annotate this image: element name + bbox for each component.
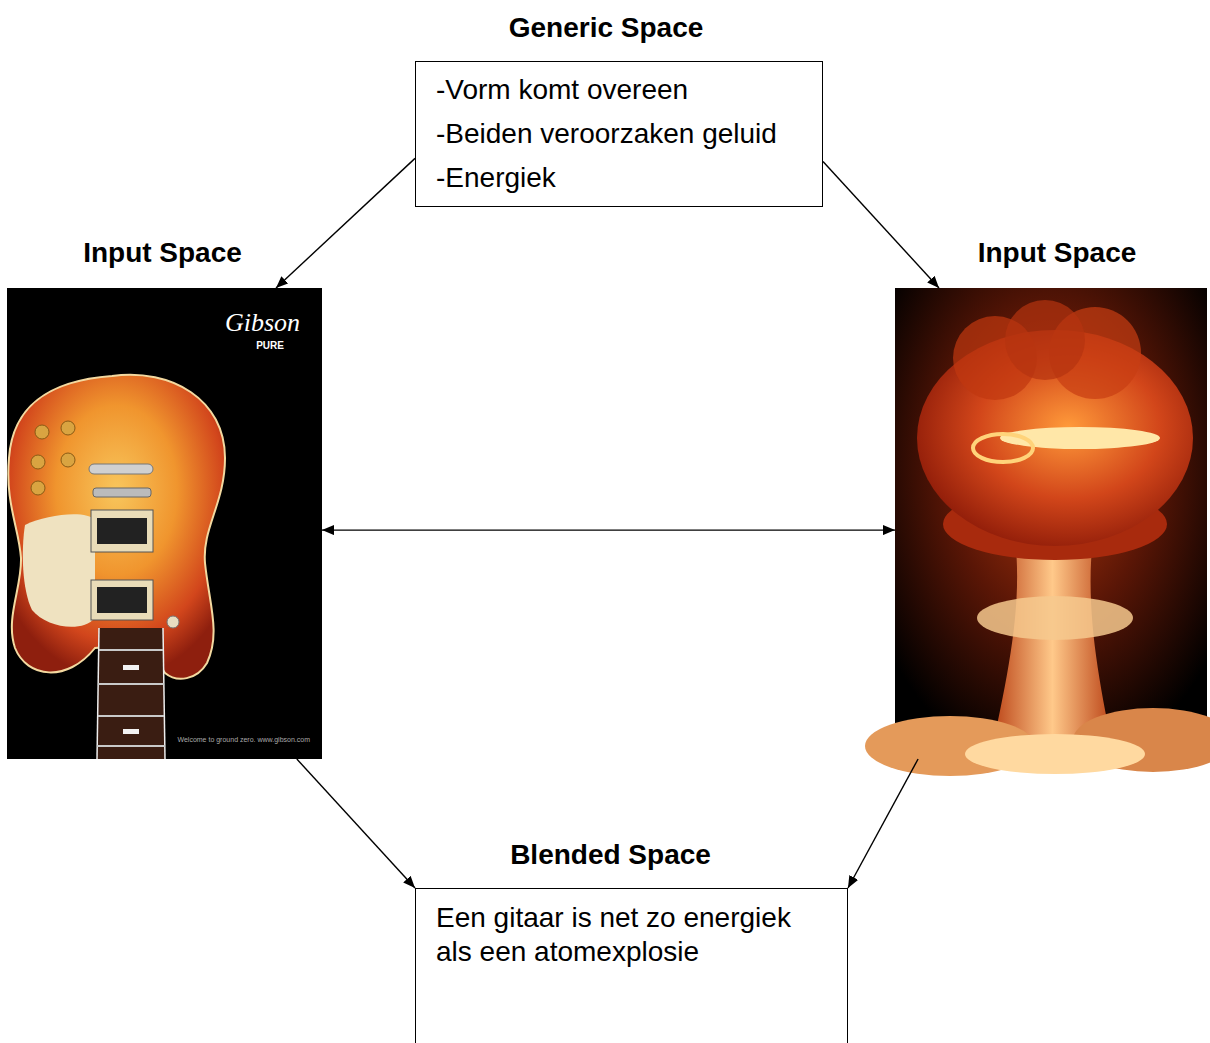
guitar-neck xyxy=(97,628,165,759)
fret xyxy=(98,683,164,685)
blend-statement: Een gitaar is net zo energiek als een at… xyxy=(436,901,819,969)
fret xyxy=(99,649,163,651)
inlay xyxy=(123,665,139,670)
base-cloud xyxy=(965,734,1145,774)
fret xyxy=(98,715,164,717)
bridge xyxy=(93,488,151,497)
arrow-connector xyxy=(297,759,415,888)
space-heading: Blended Space xyxy=(510,839,711,871)
fret xyxy=(97,745,165,747)
photo-text: Gibson xyxy=(225,308,300,338)
glow xyxy=(895,288,1207,759)
arrow-connector xyxy=(823,161,939,288)
generic-item: -Vorm komt overeen xyxy=(436,74,794,106)
generic-item: -Beiden veroorzaken geluid xyxy=(436,118,794,150)
arrow-connector xyxy=(848,759,918,888)
knob xyxy=(31,455,45,469)
space-heading: Generic Space xyxy=(509,12,704,44)
photo-ground xyxy=(895,288,1207,759)
tailpiece xyxy=(89,464,153,474)
photo-text: PURE xyxy=(256,340,284,352)
cap-bump xyxy=(1005,300,1085,380)
neck-binding xyxy=(163,628,165,759)
knob xyxy=(61,421,75,435)
explosion-input-space: Input Space xyxy=(895,288,1207,759)
explosion-photo xyxy=(865,288,1210,776)
knob xyxy=(31,481,45,495)
generic-space-box: Generic Space-Vorm komt overeen-Beiden v… xyxy=(415,61,823,207)
arrow-connector xyxy=(276,158,415,288)
knob xyxy=(35,425,49,439)
space-heading: Input Space xyxy=(978,237,1137,269)
photo-ground xyxy=(7,288,322,759)
bridge-pickup xyxy=(91,510,153,552)
pickup-poles xyxy=(97,518,147,544)
pickup-poles xyxy=(97,587,147,613)
neck-binding xyxy=(97,628,99,759)
cloud-collar xyxy=(977,596,1133,640)
blended-space-box: Blended SpaceEen gitaar is net zo energi… xyxy=(415,888,848,1043)
pickguard xyxy=(23,514,95,627)
generic-item: -Energiek xyxy=(436,162,794,194)
guitar-photo xyxy=(7,288,322,759)
inlay xyxy=(123,729,139,734)
knob xyxy=(61,453,75,467)
arrow-connector xyxy=(322,529,895,530)
neck-pickup xyxy=(91,580,153,620)
space-heading: Input Space xyxy=(83,237,242,269)
shock-ring xyxy=(973,434,1033,462)
toggle-switch xyxy=(167,616,179,628)
photo-text: Welcome to ground zero. www.gibson.com xyxy=(177,735,310,744)
guitar-input-space: Input SpaceGibsonPUREWelcome to ground z… xyxy=(7,288,322,759)
